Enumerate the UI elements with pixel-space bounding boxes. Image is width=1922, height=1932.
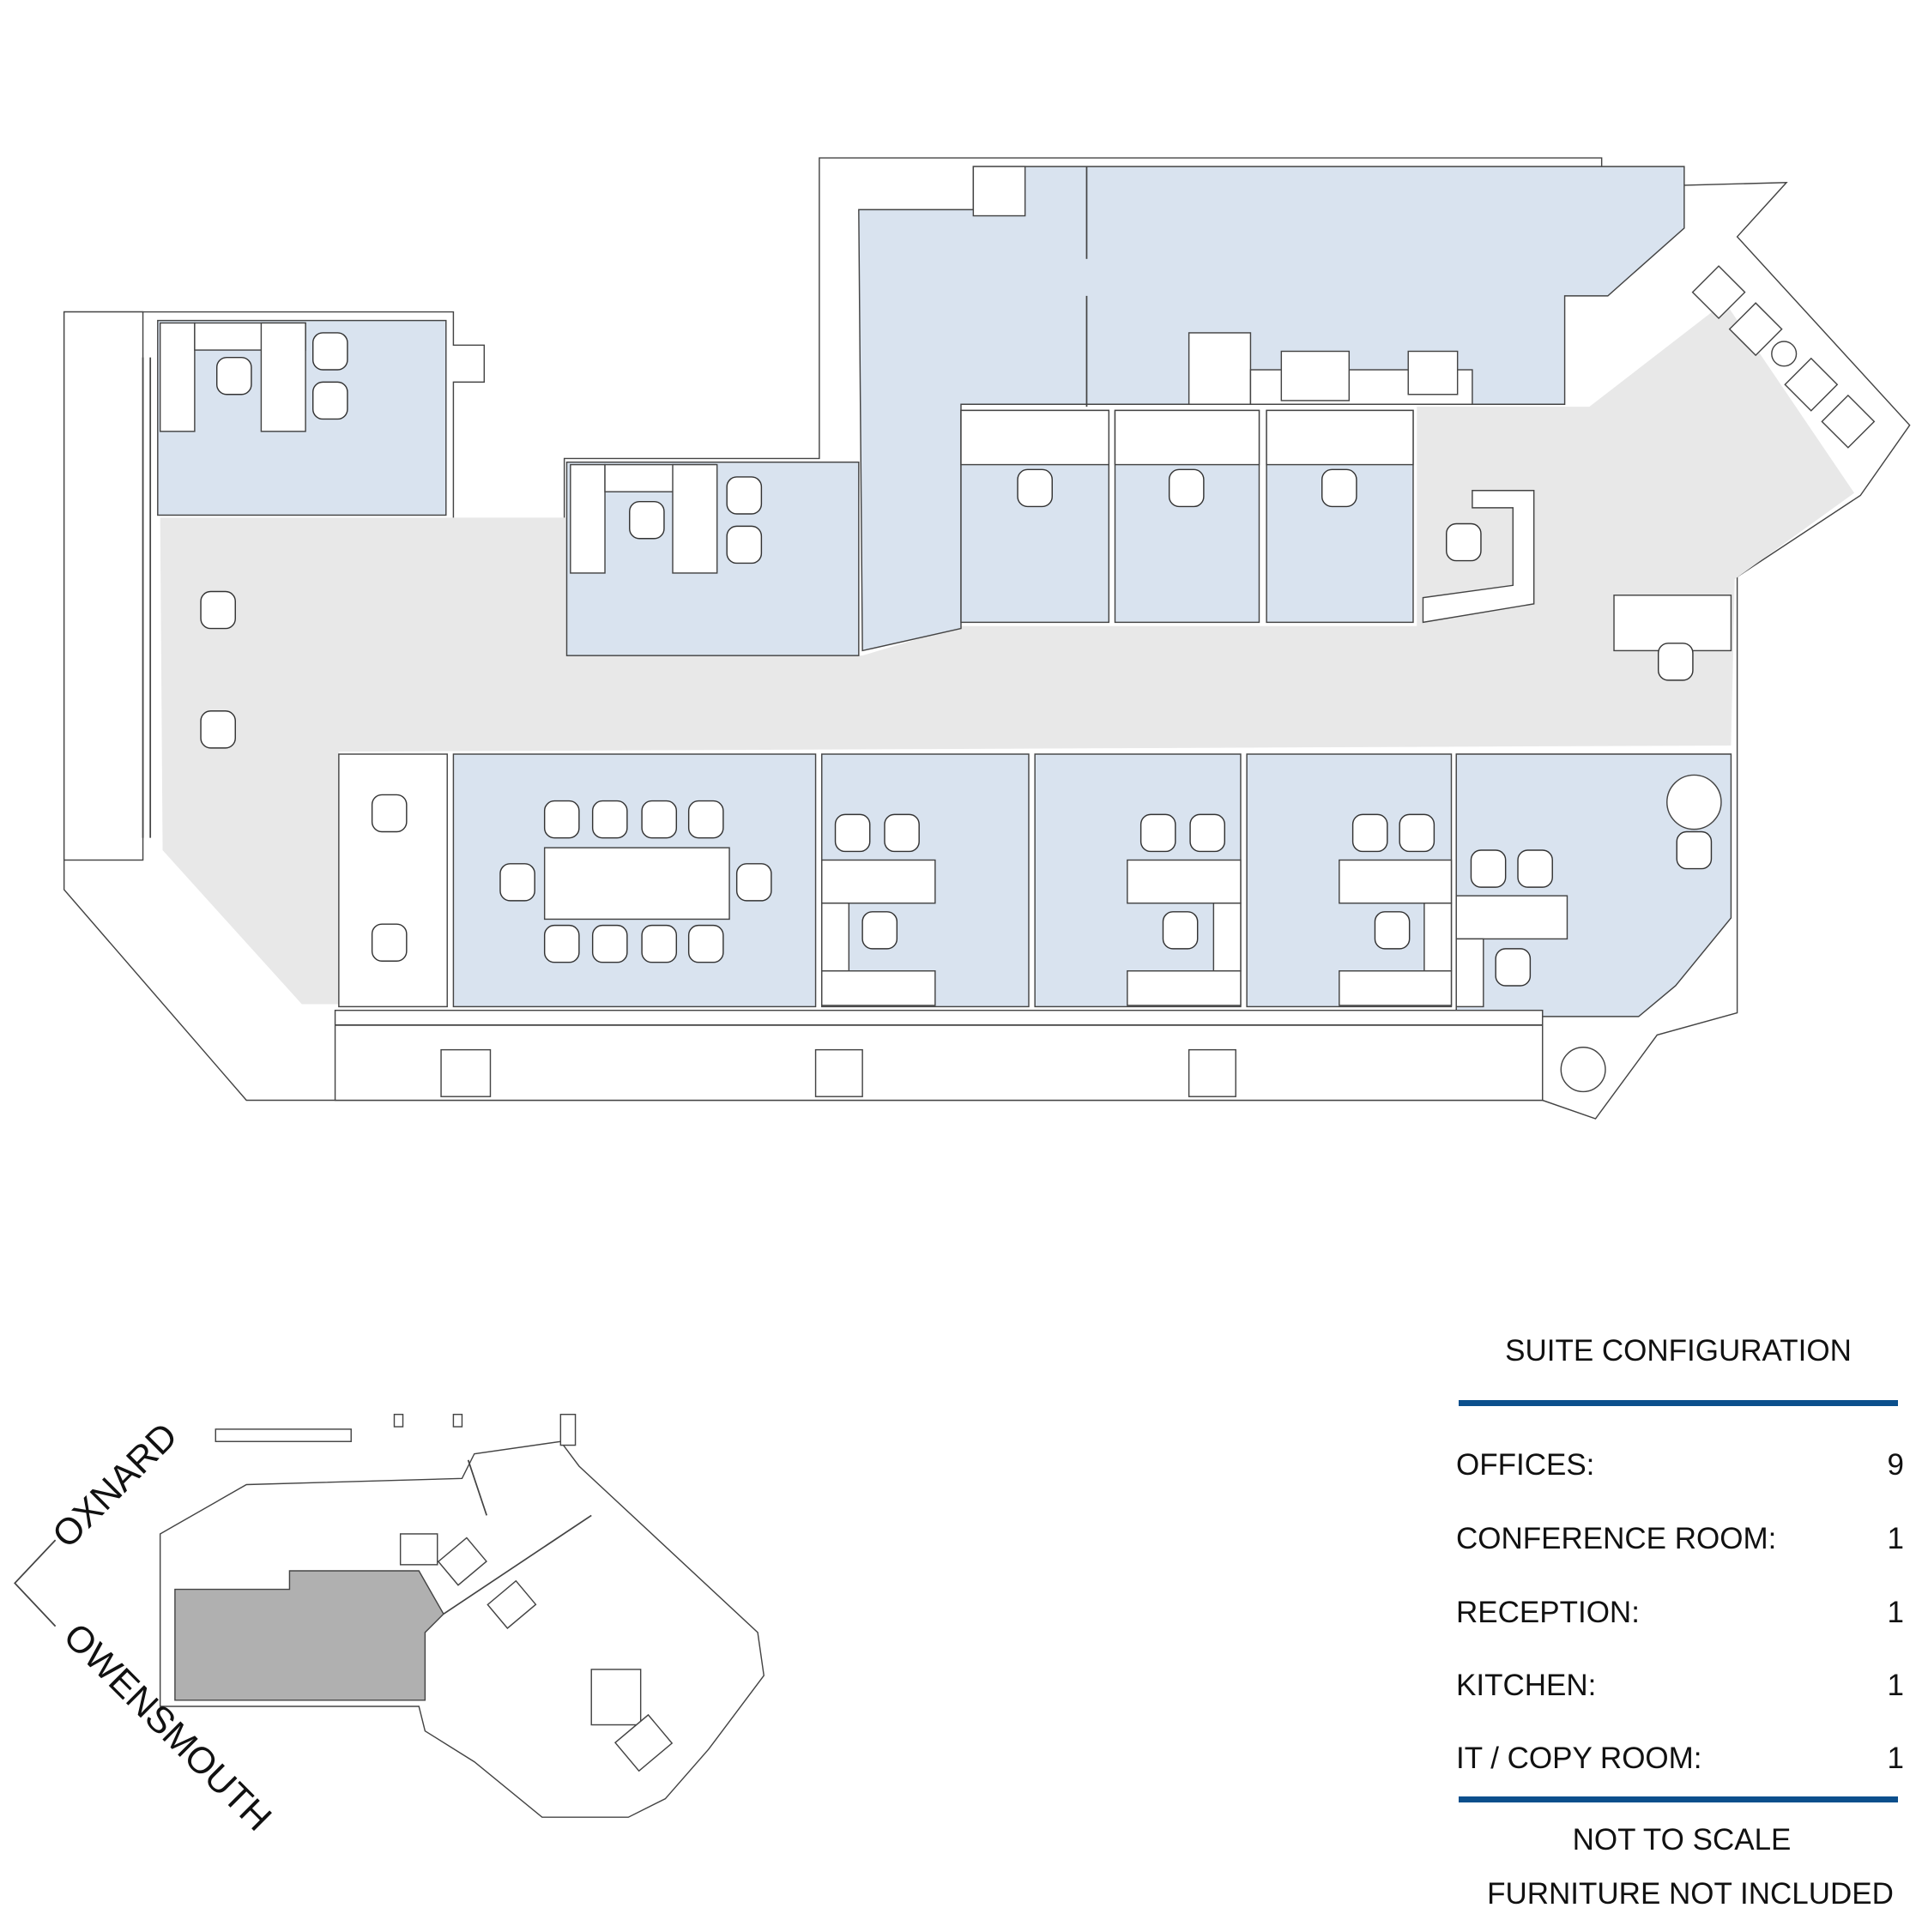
chair-icon — [1446, 522, 1482, 562]
chair-icon — [735, 863, 772, 902]
chair-icon — [312, 381, 348, 420]
small-offices — [960, 409, 1414, 624]
chair-icon — [1162, 911, 1199, 950]
chair-icon — [216, 356, 252, 395]
row-label: KITCHEN: — [1456, 1669, 1597, 1702]
chair-icon — [1495, 948, 1532, 987]
column — [972, 166, 1026, 217]
row-value: 1 — [1887, 1522, 1904, 1555]
chair-icon — [499, 863, 535, 902]
chair-icon — [312, 332, 348, 371]
chair-icon — [834, 813, 871, 853]
row-label: IT / COPY ROOM: — [1456, 1742, 1702, 1775]
note-not-to-scale: NOT TO SCALE — [1572, 1823, 1792, 1857]
chair-icon — [543, 924, 580, 963]
chair-icon — [591, 924, 628, 963]
chair-icon — [1351, 813, 1388, 853]
legend-divider — [1459, 1796, 1898, 1802]
legend-row: IT / COPY ROOM: 1 — [1456, 1742, 1904, 1776]
chair-icon — [687, 800, 724, 839]
key-plan: OXNARD OWENSMOUTH — [14, 1413, 765, 1839]
row-value: 1 — [1887, 1669, 1904, 1702]
chair-icon — [1168, 468, 1205, 508]
chair-icon — [1676, 830, 1713, 870]
legend-row: OFFICES: 9 — [1456, 1448, 1904, 1482]
chair-icon — [543, 800, 580, 839]
chair-icon — [726, 525, 763, 565]
row-value: 9 — [1887, 1448, 1904, 1482]
conference-table — [543, 847, 730, 921]
row-label: OFFICES: — [1456, 1448, 1595, 1482]
reception-desk — [1422, 490, 1535, 624]
chair-icon — [641, 924, 678, 963]
row-label: CONFERENCE ROOM: — [1456, 1522, 1777, 1555]
workstations-left — [338, 753, 448, 1008]
legend-row: RECEPTION: 1 — [1456, 1596, 1904, 1630]
note-furniture: FURNITURE NOT INCLUDED — [1487, 1877, 1894, 1911]
desks — [821, 859, 1568, 1008]
bottom-window-strip — [334, 1009, 1544, 1102]
row-label: RECEPTION: — [1456, 1596, 1640, 1629]
legend-row: KITCHEN: 1 — [1456, 1669, 1904, 1703]
suite-location-highlight — [174, 1570, 444, 1701]
chair-icon — [1470, 849, 1507, 888]
legend-divider — [1459, 1400, 1898, 1406]
window-bay — [1691, 265, 1876, 449]
chairs — [200, 332, 1713, 987]
chair-icon — [1517, 849, 1553, 888]
chair-icon — [629, 500, 665, 540]
legend-title: SUITE CONFIGURATION — [1505, 1334, 1852, 1367]
chair-icon — [884, 813, 920, 853]
chair-icon — [200, 590, 236, 630]
legend-row: CONFERENCE ROOM: 1 — [1456, 1522, 1904, 1556]
row-value: 1 — [1887, 1742, 1904, 1775]
chair-icon — [1321, 468, 1357, 508]
left-window-strip — [63, 311, 144, 861]
chair-icon — [861, 911, 898, 950]
row-value: 1 — [1887, 1596, 1904, 1629]
corridor — [160, 302, 1855, 1005]
chair-icon — [1139, 813, 1176, 853]
chair-icon — [641, 800, 678, 839]
chair-icon — [726, 476, 763, 515]
chair-icon — [1399, 813, 1435, 853]
chair-icon — [371, 794, 408, 833]
chair-icon — [200, 710, 236, 749]
chair-icon — [687, 924, 724, 963]
chair-icon — [371, 923, 408, 962]
chair-icon — [1017, 468, 1053, 508]
chair-icon — [591, 800, 628, 839]
chair-icon — [1658, 643, 1694, 681]
chair-icon — [1374, 911, 1411, 950]
chair-icon — [1189, 813, 1226, 853]
